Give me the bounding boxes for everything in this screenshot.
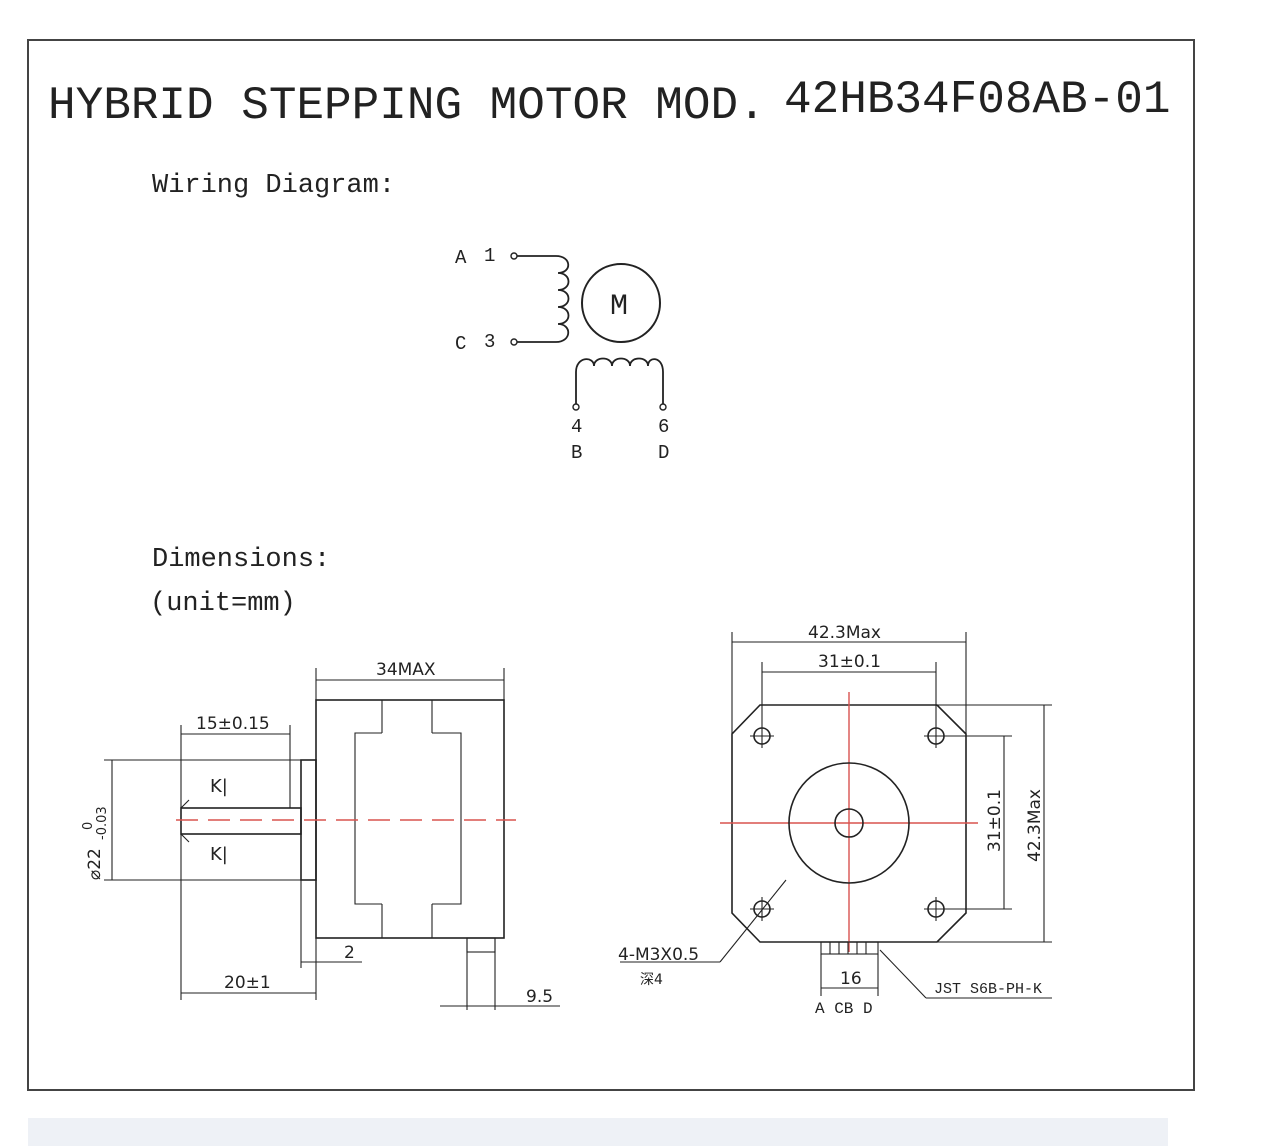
pilot-boss: [788, 762, 910, 884]
connector-type-leader: [879, 949, 927, 999]
terminal-b-letter: B: [571, 442, 582, 464]
mount-hole-br: [924, 897, 948, 921]
dimensions-heading: Dimensions:: [152, 545, 330, 575]
screw-leader: [719, 879, 787, 963]
terminal-d-letter: D: [658, 442, 669, 464]
key-mark-bottom: K|: [210, 844, 228, 865]
screw-spec: 4-M3X0.5: [618, 945, 699, 965]
connector-type: JST S6B-PH-K: [934, 981, 1042, 998]
terminal-a-letter: A: [455, 247, 467, 269]
motor-symbol-circle: [581, 263, 661, 343]
terminal-d-number: 6: [658, 416, 669, 438]
bottom-strip: [28, 1118, 1168, 1146]
body-inner-profile: [354, 732, 462, 938]
motor-symbol-letter: M: [610, 290, 628, 324]
motor-body-outline: [315, 699, 505, 939]
key-mark-top: K|: [210, 776, 228, 797]
side-view: 34MAX 15±0.15 K| K| ⌀22 0 -0.03 2 20±1 9…: [81, 660, 560, 1010]
terminal-b-number: 4: [571, 416, 582, 438]
front-view: 42.3Max 31±0.1 31±0.1 42.3Max 4-M3X0.5 深…: [618, 623, 1052, 1018]
dim-overall: 20±1: [224, 973, 271, 993]
side-connector: [466, 937, 496, 953]
front-connector: [820, 941, 879, 955]
shaft-hole: [834, 808, 864, 838]
title-prefix: HYBRID STEPPING MOTOR MOD.: [48, 80, 766, 132]
dim-shaft-length: 15±0.15: [196, 714, 270, 734]
dim-body-length: 34MAX: [376, 660, 436, 680]
shaft: [180, 807, 302, 835]
dim-shaft-diameter: ⌀22: [85, 848, 105, 880]
terminal-1-dot: [510, 252, 518, 260]
wiring-schematic: A 1 C 3 M 4 B 6 D: [455, 245, 669, 464]
screw-depth-note: 深4: [640, 972, 663, 988]
dim-height-max: 42.3Max: [1025, 789, 1045, 862]
mount-hole-tl: [750, 724, 774, 748]
terminal-c-letter: C: [455, 333, 466, 355]
model-number: 42HB34F08AB-01: [784, 74, 1170, 126]
dim-shaft-tol-lower: -0.03: [95, 806, 110, 840]
dim-connector-width: 16: [840, 969, 862, 989]
terminal-a-number: 1: [484, 245, 495, 267]
front-connector-pins: [829, 942, 867, 954]
coil-a-c: [517, 255, 570, 343]
connector-pin-labels: A CB D: [815, 1000, 873, 1018]
terminal-4-dot: [572, 403, 580, 411]
terminal-6-dot: [659, 403, 667, 411]
dim-hole-spacing-h: 31±0.1: [818, 652, 881, 672]
dim-hole-spacing-v: 31±0.1: [985, 789, 1005, 852]
shaft-chamfer: [180, 799, 190, 843]
mount-hole-tr: [924, 724, 948, 748]
dim-flange: 2: [344, 943, 355, 963]
coil-b-d: [575, 357, 664, 404]
sheet-border: [27, 39, 1195, 1091]
terminal-c-number: 3: [484, 331, 495, 353]
terminal-3-dot: [510, 338, 518, 346]
dim-width-max: 42.3Max: [808, 623, 881, 643]
dim-shaft-tol-upper: 0: [81, 822, 96, 830]
dimensions-unit: (unit=mm): [150, 589, 296, 619]
wiring-heading: Wiring Diagram:: [152, 171, 395, 201]
dim-connector: 9.5: [526, 987, 553, 1007]
